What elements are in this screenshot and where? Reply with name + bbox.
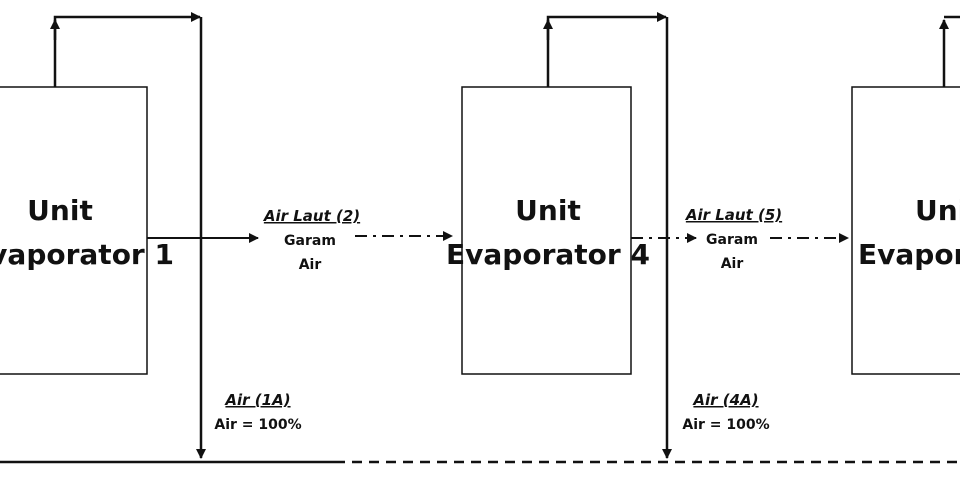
stream-5-title: Air Laut (5) — [685, 206, 782, 224]
outflow-1a-value: Air = 100% — [214, 417, 301, 433]
unit-next-line1: Unit — [915, 194, 960, 227]
stream-5-item-air: Air — [721, 256, 744, 272]
unit-1-line2: Evaporator 1 — [0, 238, 174, 271]
stream-2-title: Air Laut (2) — [263, 207, 360, 225]
outflow-4a-value: Air = 100% — [682, 417, 769, 433]
unit-4-line2: Evaporator 4 — [446, 238, 650, 271]
unit-box-4 — [461, 86, 632, 375]
outflow-4a-title: Air (4A) — [692, 391, 758, 409]
vapor-line-1 — [53, 12, 201, 87]
unit-box-next — [851, 86, 960, 375]
vapor-line-4 — [546, 12, 667, 87]
stream-2-item-garam: Garam — [284, 233, 336, 249]
unit-1-line1: Unit — [27, 194, 93, 227]
unit-box-1 — [0, 86, 148, 375]
unit-4-line1: Unit — [515, 194, 581, 227]
stream-5-item-garam: Garam — [706, 232, 758, 248]
unit-next-line2: Evaporator — [858, 238, 960, 271]
outflow-1a-title: Air (1A) — [224, 391, 290, 409]
stream-2-item-air: Air — [299, 257, 322, 273]
